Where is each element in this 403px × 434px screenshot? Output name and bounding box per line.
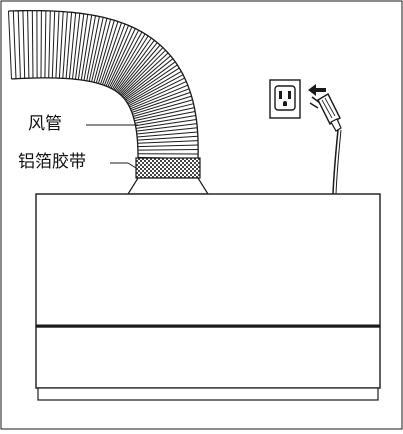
duct-rib <box>87 17 100 81</box>
duct-rib <box>32 11 33 78</box>
air-duct-label: 风管 <box>28 114 62 134</box>
duct-rib <box>23 11 25 79</box>
duct-rib <box>45 11 46 78</box>
duct-rib <box>98 22 118 84</box>
arrow-left-icon <box>308 84 326 96</box>
unit-upper-body <box>36 194 380 326</box>
tape-callout-line-d <box>128 163 136 168</box>
power-plug-icon <box>310 94 341 131</box>
foil-tape-label: 铝箔胶带 <box>18 152 86 172</box>
power-cord <box>333 130 338 194</box>
duct-rib <box>137 136 198 140</box>
duct-rib <box>73 13 80 79</box>
duct-rib <box>52 11 54 78</box>
foil-tape-band <box>136 158 200 178</box>
duct-rib <box>13 11 16 79</box>
unit-lower-body <box>36 327 380 388</box>
duct-rib <box>28 11 29 79</box>
flexible-air-duct <box>9 11 199 159</box>
duct-rib <box>134 108 194 121</box>
duct-rib <box>102 24 125 85</box>
duct-rib <box>59 12 63 79</box>
unit-base <box>38 388 378 400</box>
duct-adapter-collar <box>128 178 208 194</box>
duct-rib <box>56 11 59 78</box>
duct-rib <box>9 11 12 79</box>
duct-rib <box>138 145 198 147</box>
duct-rib <box>49 11 51 78</box>
duct-rib <box>89 17 103 81</box>
duct-rib <box>138 141 198 144</box>
wall-outlet-icon <box>270 80 300 118</box>
duct-rib <box>138 150 198 151</box>
duct-rib <box>18 11 20 79</box>
